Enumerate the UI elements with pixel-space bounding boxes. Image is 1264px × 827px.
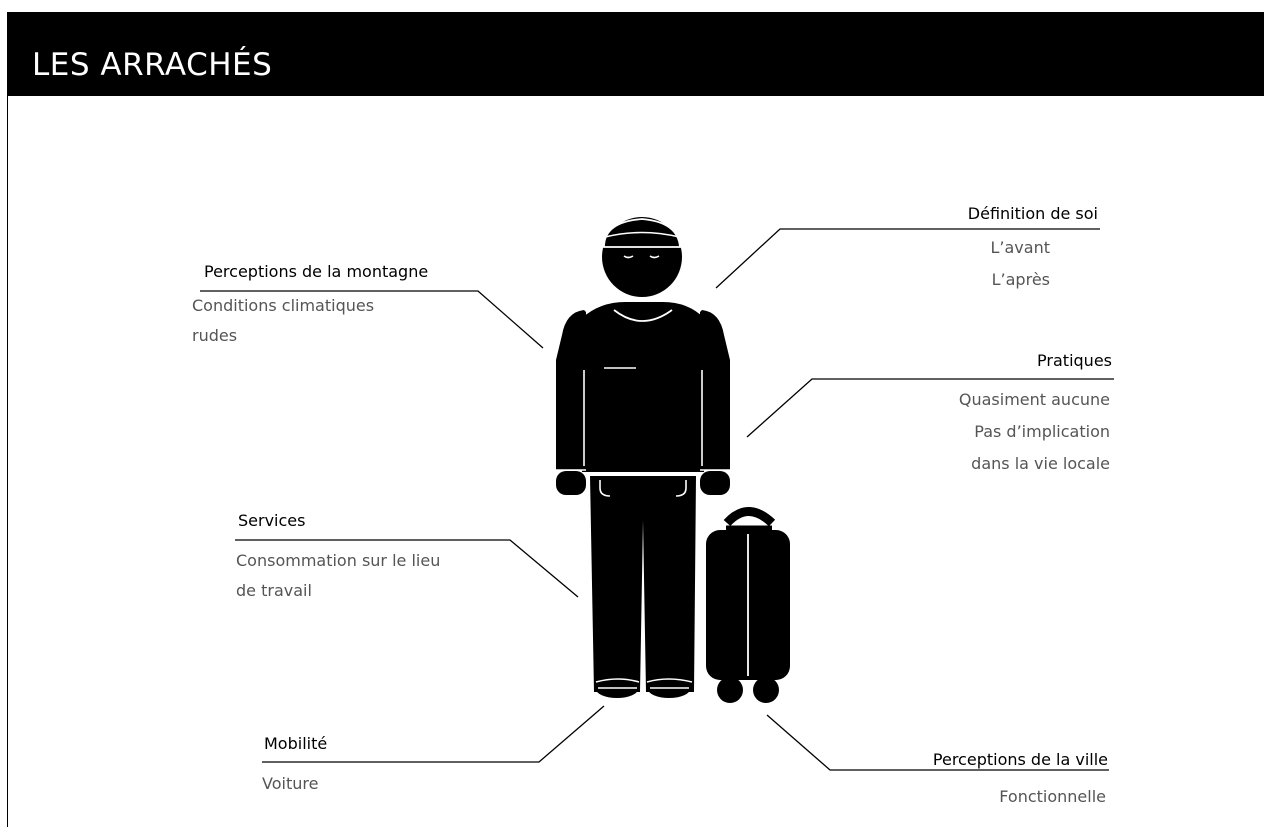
annotation-services-line: Consommation sur le lieu bbox=[236, 551, 441, 570]
frame-border bbox=[7, 96, 8, 827]
leader-ville bbox=[766, 714, 1109, 771]
annotation-services-line: de travail bbox=[236, 581, 312, 600]
annotation-pratiques-line: Pas d’implication bbox=[974, 422, 1110, 441]
annotation-pratiques-line: dans la vie locale bbox=[971, 454, 1110, 473]
person-icon bbox=[556, 217, 730, 698]
annotation-montagne-title: Perceptions de la montagne bbox=[204, 262, 429, 281]
suitcase-icon bbox=[706, 507, 790, 703]
annotation-montagne-line: rudes bbox=[192, 326, 238, 345]
annotation-soi-line: L’avant bbox=[990, 238, 1051, 257]
annotation-pratiques-line: Quasiment aucune bbox=[958, 390, 1110, 409]
annotation-services-title: Services bbox=[238, 511, 306, 530]
annotation-mobilite-line: Voiture bbox=[262, 774, 319, 793]
leader-soi bbox=[715, 228, 1100, 289]
annotation-soi-title: Définition de soi bbox=[967, 204, 1098, 223]
page-title: LES ARRACHÉS bbox=[32, 47, 273, 83]
annotation-ville-title: Perceptions de la ville bbox=[932, 750, 1108, 769]
annotation-mobilite-title: Mobilité bbox=[264, 734, 328, 753]
annotation-montagne-line: Conditions climatiques bbox=[192, 296, 375, 315]
header-bar: LES ARRACHÉS bbox=[7, 12, 1264, 96]
annotation-soi-line: L’après bbox=[991, 270, 1050, 289]
annotation-ville-line: Fonctionnelle bbox=[999, 787, 1106, 806]
leader-services bbox=[235, 539, 579, 598]
leader-pratiques bbox=[746, 378, 1114, 438]
leader-mobilite bbox=[262, 705, 605, 763]
annotation-pratiques-title: Pratiques bbox=[1037, 351, 1112, 370]
leader-montagne bbox=[200, 290, 544, 349]
